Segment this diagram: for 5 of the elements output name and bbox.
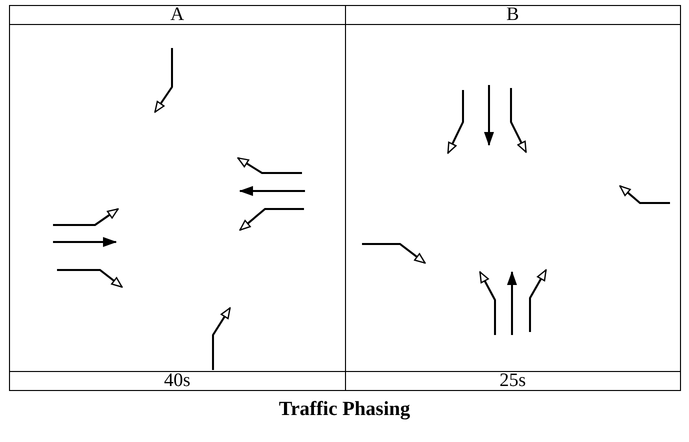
phase-duration: 40s <box>10 372 345 390</box>
caption: Traffic Phasing <box>278 398 412 421</box>
column-header: A <box>10 6 345 24</box>
phase-duration: 25s <box>345 372 680 390</box>
column-header: B <box>345 6 680 24</box>
